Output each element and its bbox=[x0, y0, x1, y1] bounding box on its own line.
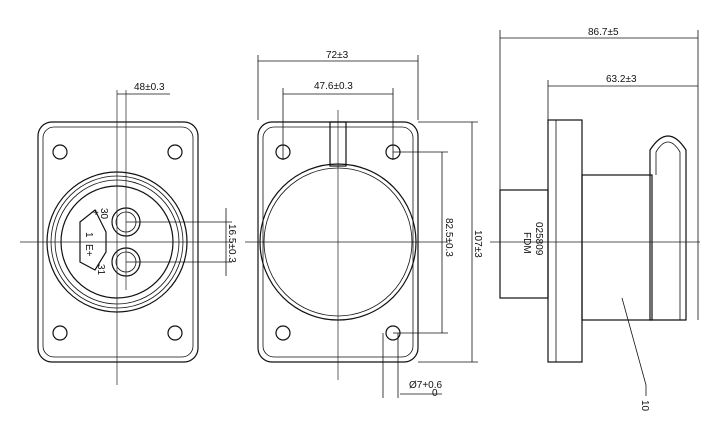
dim-hole-diameter-lower: 0 bbox=[432, 388, 438, 399]
front-body bbox=[581, 174, 653, 321]
callout-10: 10 bbox=[639, 400, 650, 412]
dim-pin-spacing-h: 48±0.3 bbox=[134, 82, 165, 93]
cap-hinge bbox=[649, 135, 687, 321]
dim-hole-spacing-h: 47.6±0.3 bbox=[314, 81, 353, 92]
dim-hole-diameter: Ø7+0.6 bbox=[409, 380, 443, 391]
dim-pin-spacing-v: 16.5±0.3 bbox=[226, 224, 237, 263]
rear-body bbox=[499, 189, 549, 299]
cover-view: 72±3 47.6±0.3 82.5±0.3 107±3 Ø7+0.6 0 bbox=[245, 50, 483, 399]
label-plus: + bbox=[93, 208, 99, 219]
mounting-holes bbox=[52, 144, 183, 341]
label-key-1: 1 bbox=[83, 232, 94, 238]
dim-width: 72±3 bbox=[326, 50, 349, 61]
key-segment bbox=[79, 209, 107, 271]
dim-depth-total: 86.7±5 bbox=[588, 27, 619, 38]
dim-height: 107±3 bbox=[472, 230, 483, 258]
maker-label: FDM bbox=[521, 232, 532, 254]
front-view: 48±0.3 16.5±0.3 30 31 1 E+ + bbox=[20, 82, 237, 385]
side-view: 86.7±5 63.2±3 025809 FDM 10 bbox=[490, 27, 700, 412]
part-code: 025809 bbox=[533, 222, 544, 256]
dim-depth-front: 63.2±3 bbox=[606, 74, 637, 85]
label-pin-31: 31 bbox=[95, 264, 106, 276]
side-flange bbox=[547, 119, 583, 363]
label-key-e: E+ bbox=[83, 244, 94, 257]
label-pin-30: 30 bbox=[98, 208, 109, 220]
dim-hole-spacing-v: 82.5±0.3 bbox=[443, 218, 454, 257]
